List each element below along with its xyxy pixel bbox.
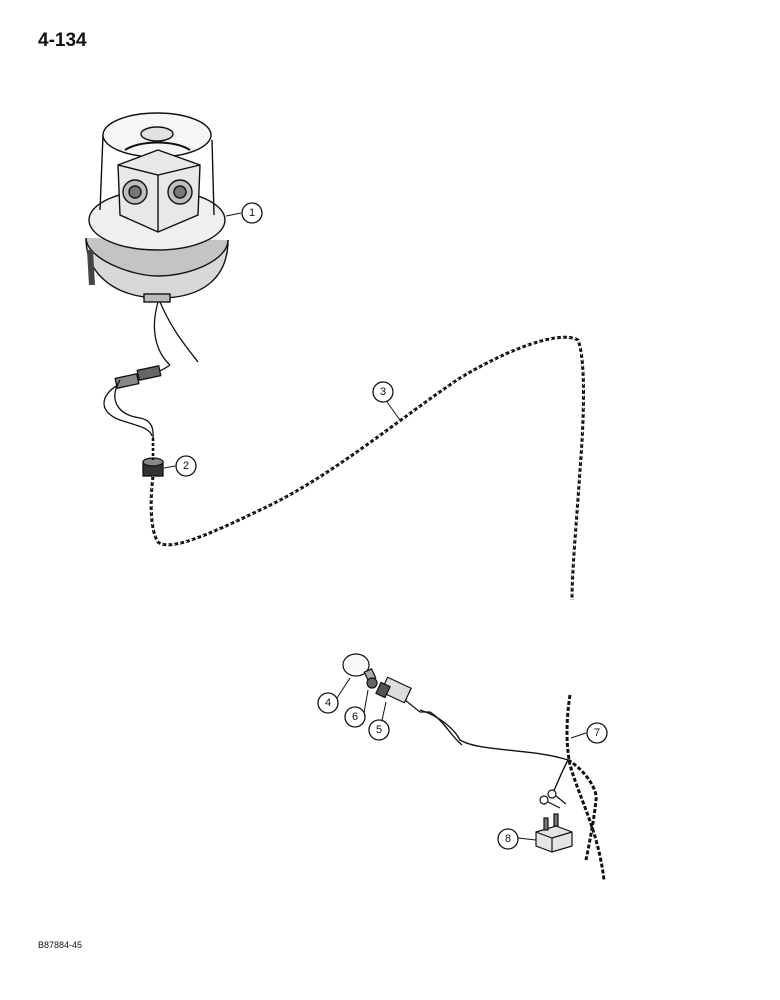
figure-code: B87884-45 <box>38 940 83 950</box>
bulb <box>342 653 377 683</box>
callout-2-label: 2 <box>183 460 189 472</box>
leader-lines <box>163 212 587 841</box>
nut <box>366 677 378 689</box>
callout-7: 7 <box>586 722 608 744</box>
callout-1: 1 <box>241 202 263 224</box>
callout-6: 6 <box>344 706 366 728</box>
beacon-lamp <box>85 112 229 303</box>
wiring-harness <box>149 335 585 601</box>
main-harness <box>419 694 606 881</box>
grommet <box>142 457 164 477</box>
callout-2: 2 <box>175 455 197 477</box>
callout-3: 3 <box>372 381 394 403</box>
callout-4-label: 4 <box>325 697 331 709</box>
callout-3-label: 3 <box>380 386 386 398</box>
connector-block <box>535 813 573 853</box>
callout-8: 8 <box>497 828 519 850</box>
callout-1-label: 1 <box>249 207 255 219</box>
callout-5-label: 5 <box>376 724 382 736</box>
callout-5: 5 <box>368 719 390 741</box>
callout-6-label: 6 <box>352 711 358 723</box>
lamp-switch <box>375 676 430 713</box>
callout-4: 4 <box>317 692 339 714</box>
page-number: 4-134 <box>38 30 87 51</box>
callout-7-label: 7 <box>594 727 600 739</box>
callout-8-label: 8 <box>505 833 511 845</box>
ring-terminals <box>539 789 567 809</box>
lamp-lead-wires <box>103 301 199 439</box>
